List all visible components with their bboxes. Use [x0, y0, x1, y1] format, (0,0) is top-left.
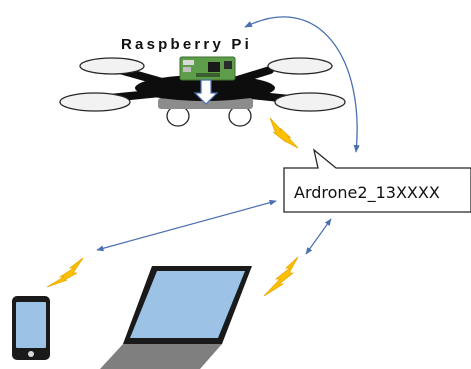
device-label: Raspberry Pi [121, 36, 252, 53]
pi-to-network-curve-arrow [244, 16, 360, 153]
propeller-bottom-right [274, 92, 346, 112]
network-ssid-callout: Ardrone2_13XXXX [283, 148, 471, 213]
lightning-bolt-icon [269, 117, 299, 149]
lightning-bolt-icon [263, 256, 299, 297]
laptop-to-network-arrow [305, 218, 332, 255]
propeller-bottom-left [59, 92, 131, 112]
laptop-icon [100, 266, 252, 369]
propeller-top-right [267, 57, 333, 75]
propeller-top-left [79, 57, 145, 75]
phone-to-network-arrow [96, 199, 277, 252]
smartphone-icon [12, 296, 50, 360]
lightning-bolt-icon [46, 257, 84, 288]
raspberry-pi-board-icon [179, 56, 236, 81]
board-to-drone-arrow [193, 79, 219, 105]
network-ssid-label: Ardrone2_13XXXX [294, 183, 440, 203]
